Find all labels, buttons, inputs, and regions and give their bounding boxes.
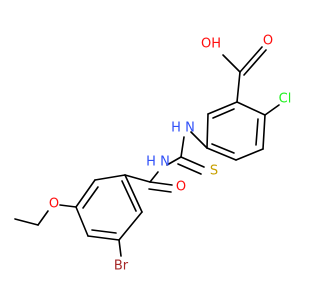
atom-label-nh-upper: H N xyxy=(171,121,195,136)
bond xyxy=(243,49,267,76)
bond xyxy=(37,210,49,226)
bond xyxy=(206,113,209,149)
bond xyxy=(14,218,39,226)
bond-layer xyxy=(14,46,280,257)
bond xyxy=(180,136,185,158)
bond xyxy=(94,174,126,181)
atom-label-cl: Cl xyxy=(279,92,292,107)
bond xyxy=(124,174,143,213)
bond xyxy=(148,188,172,193)
atom-label-layer: OH O Cl H N H N S O O Br xyxy=(49,34,291,274)
bond xyxy=(207,101,238,115)
bond xyxy=(124,174,151,183)
bond xyxy=(235,148,264,161)
atom-label-o-ether: O xyxy=(49,197,59,212)
atom-label-o-acid: O xyxy=(263,34,273,49)
atom-label-oh: OH xyxy=(201,37,221,52)
bond xyxy=(190,131,208,149)
bond xyxy=(177,163,202,175)
atom-label-s: S xyxy=(210,164,218,179)
atom-label-nh-lower: H N xyxy=(146,155,170,170)
bond xyxy=(118,211,143,241)
bond xyxy=(236,101,266,116)
bond xyxy=(149,171,159,183)
bond xyxy=(239,46,263,73)
bond xyxy=(262,114,266,150)
bond xyxy=(206,147,237,161)
bond xyxy=(59,204,77,208)
bond xyxy=(75,206,89,237)
bond xyxy=(211,143,235,154)
bond xyxy=(255,118,259,146)
bond xyxy=(118,239,122,257)
bond xyxy=(264,104,280,116)
bond xyxy=(75,179,96,208)
bond xyxy=(149,181,173,186)
atom-label-o-amide: O xyxy=(176,180,186,195)
bond xyxy=(180,156,205,168)
bond xyxy=(82,186,99,209)
bond xyxy=(222,54,241,73)
bond xyxy=(91,229,117,234)
bond xyxy=(166,156,182,166)
bond xyxy=(87,235,120,241)
bond xyxy=(121,180,137,212)
molecule-structure: OH O Cl H N H N S O O Br xyxy=(14,34,291,274)
bond xyxy=(212,108,235,119)
bond xyxy=(236,71,241,103)
atom-label-br: Br xyxy=(114,259,129,274)
